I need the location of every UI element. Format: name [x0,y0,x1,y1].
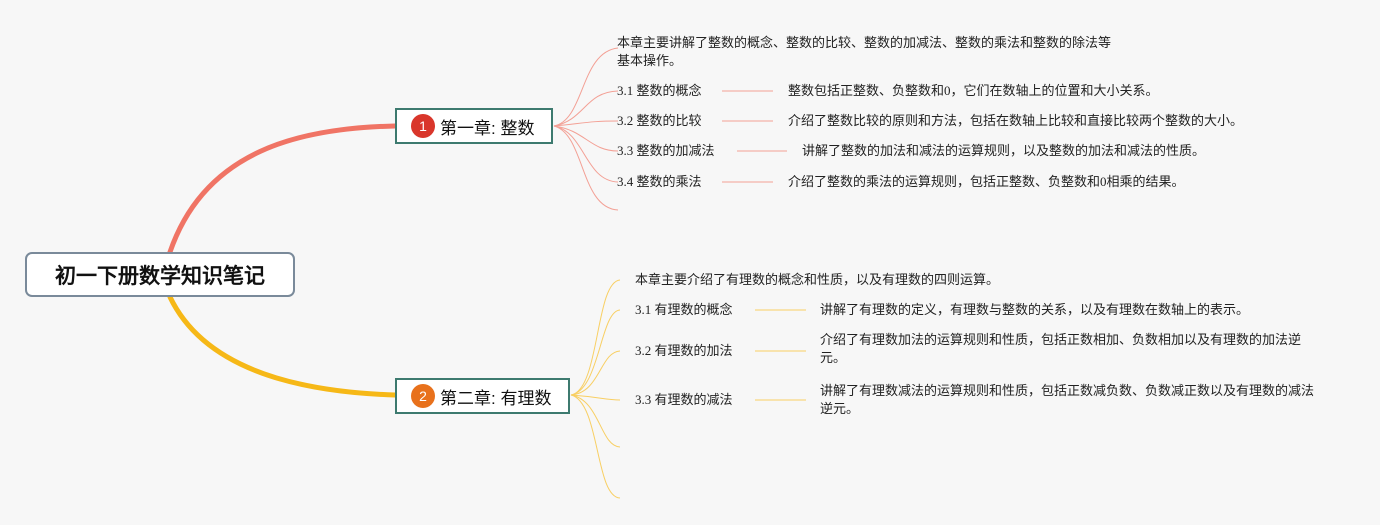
chapter-2-section-1-label[interactable]: 3.1 有理数的概念 [635,302,733,317]
chapter-1-section-2-label[interactable]: 3.2 整数的比较 [617,113,702,128]
chapter-1-section-2-detail[interactable]: 介绍了整数比较的原则和方法，包括在数轴上比较和直接比较两个整数的大小。 [788,113,1244,128]
chapter-1-section-3-detail[interactable]: 讲解了整数的加法和减法的运算规则，以及整数的加法和减法的性质。 [802,143,1206,158]
chapter-2-section-2-detail[interactable]: 介绍了有理数加法的运算规则和性质，包括正数相加、负数相加以及有理数的加法逆元。 [820,332,1302,365]
chapter-1-section-4-label[interactable]: 3.4 整数的乘法 [617,174,702,189]
chapter-2-section-1-detail[interactable]: 讲解了有理数的定义，有理数与整数的关系，以及有理数在数轴上的表示。 [820,302,1250,317]
branch-line-chapter-2 [167,294,398,398]
chapter-1-topic[interactable]: 1 第一章: 整数 [395,108,553,144]
chapter-1-section-1-detail[interactable]: 整数包括正整数、负整数和0，它们在数轴上的位置和大小关系。 [788,83,1159,98]
chapter-2-summary[interactable]: 本章主要介绍了有理数的概念和性质，以及有理数的四则运算。 [635,272,1000,287]
chapter-1-connectors [553,47,787,211]
chapter-1-section-1-label[interactable]: 3.1 整数的概念 [617,83,702,98]
chapter-2-section-3-detail[interactable]: 讲解了有理数减法的运算规则和性质，包括正数减负数、负数减正数以及有理数的减法逆元… [820,383,1315,416]
chapter-2-title: 第二章: 有理数 [440,388,552,408]
branch-line-chapter-1 [167,123,398,255]
chapter-1-summary[interactable]: 本章主要讲解了整数的概念、整数的比较、整数的加减法、整数的乘法和整数的除法等基本… [617,35,1112,68]
chapter-1-title: 第一章: 整数 [440,118,535,138]
chapter-1-badge: 1 [411,114,435,138]
chapter-2-connectors [570,279,806,499]
chapter-2-badge: 2 [411,384,435,408]
chapter-1-section-4-detail[interactable]: 介绍了整数的乘法的运算规则，包括正整数、负整数和0相乘的结果。 [788,174,1185,189]
chapter-2-topic[interactable]: 2 第二章: 有理数 [395,378,570,414]
root-topic[interactable]: 初一下册数学知识笔记 [25,252,295,297]
chapter-1-section-3-label[interactable]: 3.3 整数的加减法 [617,143,715,158]
chapter-2-section-2-label[interactable]: 3.2 有理数的加法 [635,343,733,358]
chapter-2-section-3-label[interactable]: 3.3 有理数的减法 [635,392,733,407]
